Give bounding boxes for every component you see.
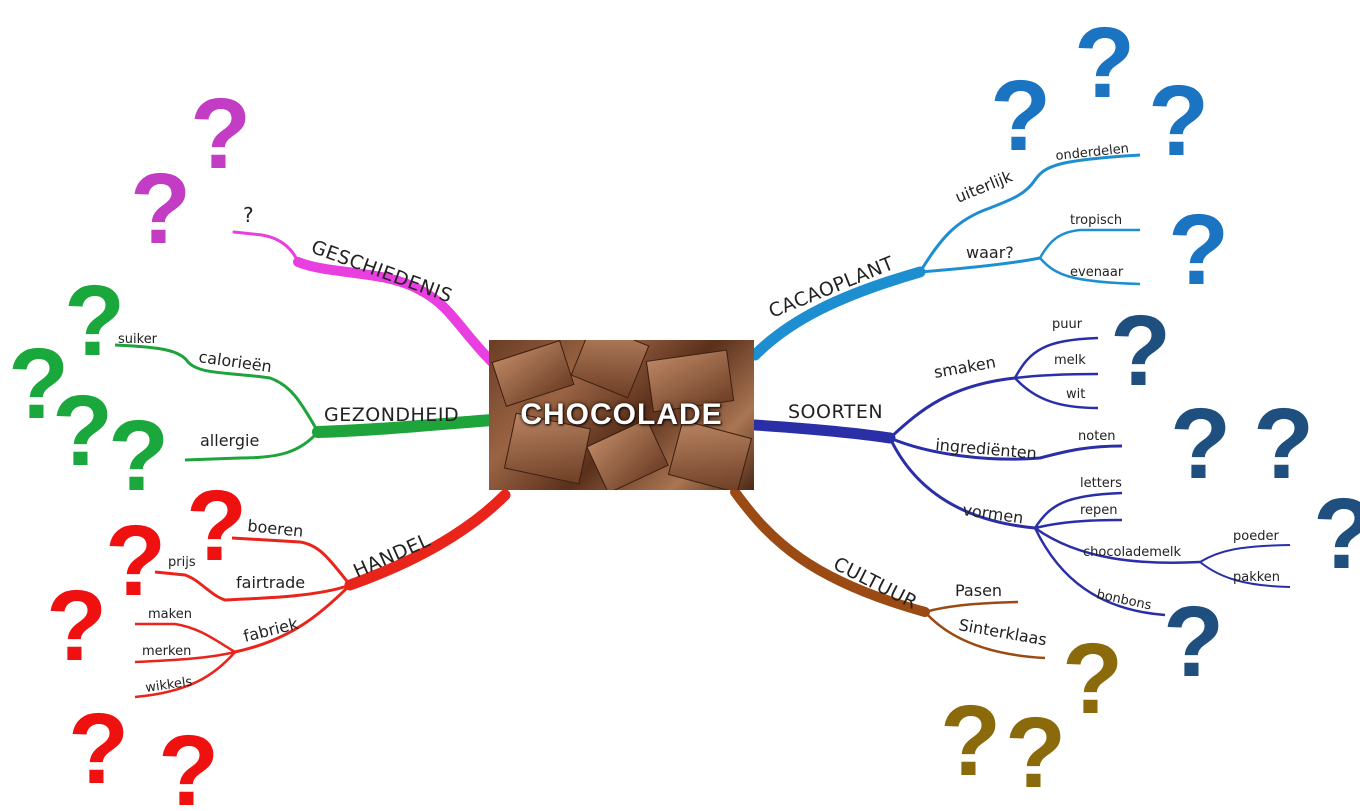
question-mark-blue: ? (1148, 65, 1209, 177)
question-mark-navy: ? (1253, 388, 1314, 500)
sub-label-fairtrade: fairtrade (236, 573, 305, 592)
question-mark-red: ? (105, 505, 166, 617)
branch-label-gezondheid: GEZONDHEID (324, 404, 459, 426)
leaf-label-pakken: pakken (1233, 570, 1280, 585)
center-title: CHOCOLADE (520, 398, 723, 431)
leaf-label-bonbons: bonbons (1095, 587, 1153, 613)
question-mark-purple: ? (190, 78, 251, 190)
question-mark-red: ? (158, 715, 219, 811)
question-mark-olive: ? (940, 685, 1001, 797)
sub-label-pasen: Pasen (955, 581, 1002, 600)
leaf-label-evenaar: evenaar (1070, 265, 1124, 280)
branch-gezondheid: GEZONDHEID calorieën suiker allergie (114, 332, 498, 462)
leaf-label-tropisch: tropisch (1070, 213, 1122, 228)
question-mark-green: ? (64, 265, 125, 377)
sub-label-vormen: vormen (961, 500, 1024, 527)
sub-label-smaken: smaken (932, 352, 997, 382)
question-mark-navy: ? (1110, 295, 1171, 407)
question-mark-red: ? (68, 693, 129, 805)
leaf-label-poeder: poeder (1233, 529, 1279, 544)
center-chocolate-image: CHOCOLADE (489, 340, 754, 490)
sub-label-allergie: allergie (200, 431, 259, 450)
question-marks: ? ? ? ? ? ? ? ? ? ? ? ? ? ? ? ? ? ? ? ? … (8, 7, 1360, 811)
leaf-label-puur: puur (1052, 317, 1083, 332)
sub-label-waar: waar? (966, 243, 1014, 262)
leaf-label-noten: noten (1078, 429, 1116, 444)
question-mark-olive: ? (1062, 623, 1123, 735)
leaf-label-letters: letters (1080, 476, 1122, 491)
branch-geschiedenis-line (235, 232, 492, 356)
leaf-label-wikkels: wikkels (144, 675, 193, 696)
question-mark-blue: ? (1074, 7, 1135, 119)
leaf-label-question: ? (243, 203, 254, 227)
leaf-label-merken: merken (142, 644, 191, 659)
question-mark-navy: ? (1163, 586, 1224, 698)
branch-geschiedenis: GESCHIEDENIS ? (232, 203, 497, 367)
leaf-label-maken: maken (148, 607, 192, 622)
question-mark-green: ? (52, 375, 113, 487)
leaf-label-onderdelen: onderdelen (1055, 141, 1130, 164)
question-mark-red: ? (186, 470, 247, 582)
question-mark-blue: ? (990, 60, 1051, 172)
question-mark-navy: ? (1313, 478, 1360, 590)
branch-label-soorten: SOORTEN (788, 401, 883, 423)
question-mark-blue: ? (1168, 194, 1229, 306)
leaf-label-wit: wit (1066, 387, 1085, 402)
question-mark-green: ? (108, 400, 169, 512)
question-mark-olive: ? (1005, 697, 1066, 809)
question-mark-purple: ? (130, 153, 191, 265)
sub-label-boeren: boeren (247, 516, 305, 541)
leaf-label-prijs: prijs (168, 555, 196, 570)
leaf-label-melk: melk (1054, 353, 1086, 368)
leaf-label-repen: repen (1080, 503, 1118, 518)
question-mark-red: ? (46, 570, 107, 682)
leaf-label-suiker: suiker (118, 332, 158, 347)
leaf-label-chocolademelk: chocolademelk (1083, 545, 1182, 560)
question-mark-green: ? (8, 328, 69, 440)
question-mark-navy: ? (1170, 388, 1231, 500)
branch-cacaoplant: CACAOPLANT uiterlijk onderdelen waar? tr… (749, 141, 1141, 361)
